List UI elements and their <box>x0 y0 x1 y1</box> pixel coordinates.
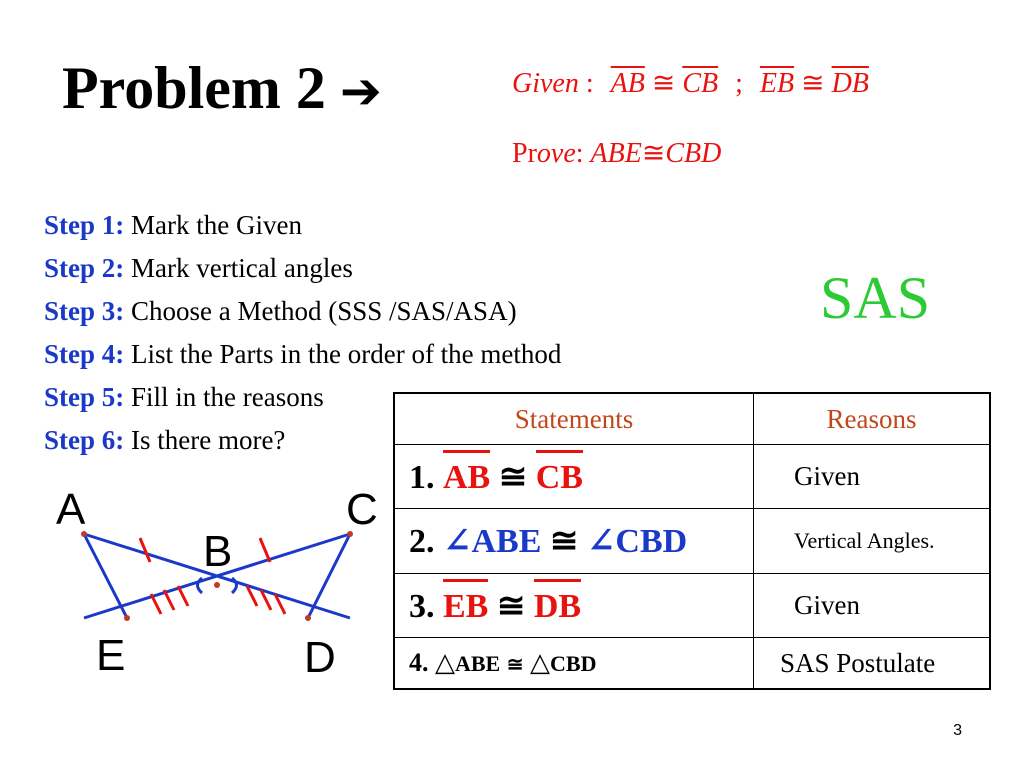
proof-table: Statements Reasons 1. AB ≅ CB Given 2. ∠… <box>393 392 991 690</box>
column-header-reasons: Reasons <box>753 392 991 445</box>
label-a: A <box>56 485 86 534</box>
statement-cell: 4. △ABE ≅ △CBD <box>393 637 754 690</box>
table-row: 2. ∠ABE ≅ ∠CBD Vertical Angles. <box>393 508 991 574</box>
page-title: Problem 2➔ <box>62 55 382 121</box>
figure-lines <box>82 532 352 620</box>
table-row: 3. EB ≅ DB Given <box>393 572 991 639</box>
label-b: B <box>203 527 232 576</box>
vertex-points <box>81 531 353 621</box>
label-c: C <box>346 485 378 534</box>
column-header-statements: Statements <box>393 392 754 445</box>
step-item: Step 6: Is there more? <box>44 425 286 455</box>
step-item: Step 1: Mark the Given <box>44 210 302 240</box>
prove-statement: Prove: ABE≅CBD <box>512 138 722 169</box>
statement-cell: 3. EB ≅ DB <box>393 572 754 639</box>
tick-marks <box>138 537 287 615</box>
step-item: Step 3: Choose a Method (SSS /SAS/ASA) <box>44 296 517 326</box>
reason-cell: Given <box>753 443 991 510</box>
statement-cell: 2. ∠ABE ≅ ∠CBD <box>393 508 754 574</box>
right-arrow-icon: ➔ <box>339 62 382 120</box>
triangle-icon: △ <box>530 648 551 678</box>
step-item: Step 2: Mark vertical angles <box>44 253 353 283</box>
step-item: Step 4: List the Parts in the order of t… <box>44 339 562 369</box>
steps-list: Step 1: Mark the Given Step 2: Mark vert… <box>44 204 561 462</box>
angle-arcs <box>196 576 238 595</box>
angle-icon: ∠ <box>443 523 472 561</box>
reason-cell: SAS Postulate <box>753 637 991 690</box>
page-number: 3 <box>953 722 962 739</box>
method-label: SAS <box>820 265 931 331</box>
table-header-row: Statements Reasons <box>393 392 991 445</box>
label-e: E <box>96 631 125 680</box>
step-item: Step 5: Fill in the reasons <box>44 382 324 412</box>
triangle-figure: A C B E D <box>56 485 378 682</box>
triangle-icon: △ <box>435 648 455 678</box>
reason-cell: Vertical Angles. <box>753 508 991 574</box>
reason-cell: Given <box>753 572 991 639</box>
statement-cell: 1. AB ≅ CB <box>393 443 754 510</box>
label-d: D <box>304 633 336 682</box>
table-row: 1. AB ≅ CB Given <box>393 443 991 510</box>
angle-icon: ∠ <box>586 523 616 561</box>
given-statement: Given : AB ≅ CB ; EB ≅ DB <box>512 68 869 99</box>
table-row: 4. △ABE ≅ △CBD SAS Postulate <box>393 637 991 690</box>
